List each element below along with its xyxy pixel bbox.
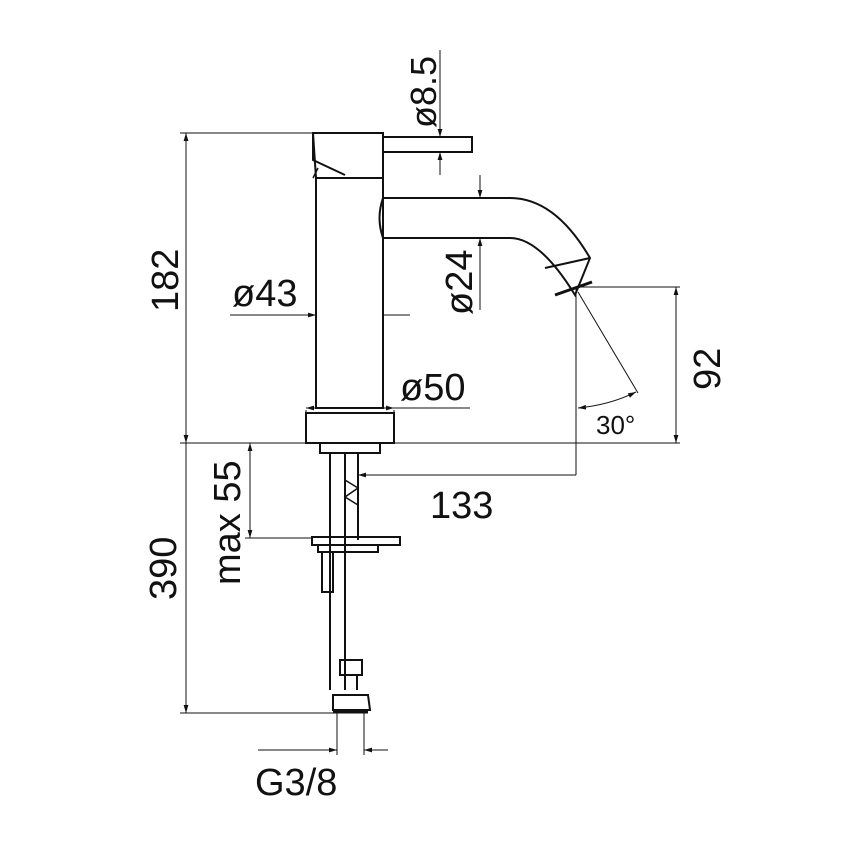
faucet-body: [305, 132, 593, 714]
lever-diameter-label: ø8.5: [403, 56, 444, 128]
body-diameter-label: ø43: [232, 273, 297, 315]
connection-thread-label: G3/8: [255, 762, 337, 804]
dimension-lines: [180, 50, 680, 755]
spout-height-label: 92: [687, 348, 729, 390]
spout: [378, 197, 592, 298]
deck-thickness-label: max 55: [207, 460, 249, 585]
lever: [383, 136, 473, 153]
spout-reach-label: 133: [430, 485, 493, 527]
total-height-label: 182: [145, 249, 187, 312]
hose-length-label: 390: [143, 537, 185, 600]
base-diameter-label: ø50: [400, 367, 465, 409]
spout-diameter-label: ø24: [439, 250, 481, 315]
spout-angle-label: 30°: [596, 410, 635, 440]
